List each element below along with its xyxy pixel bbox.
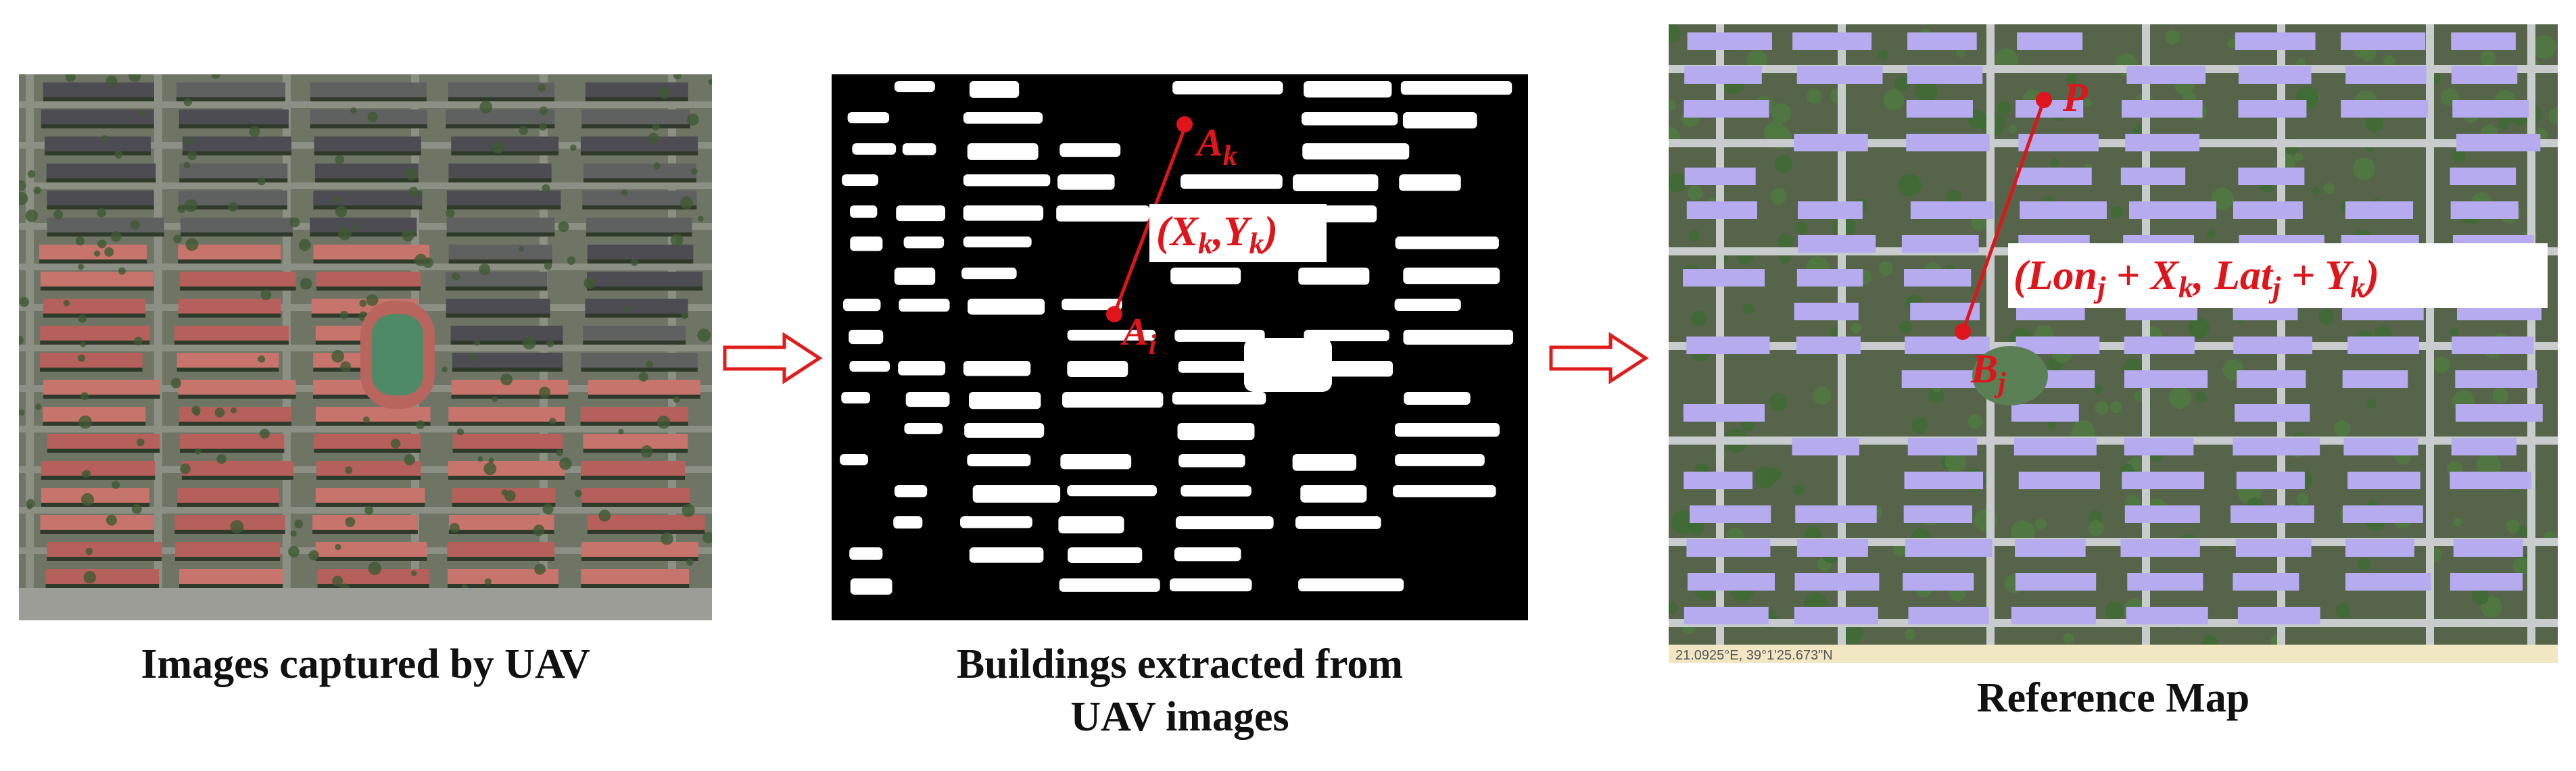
map-features bbox=[1669, 24, 2558, 652]
uav-aerial-image bbox=[19, 74, 712, 620]
reference-map-image: P Bj (Lonj + Xk, Latj + Yk) 21.0925°E, 3… bbox=[1669, 24, 2558, 663]
b-to-p-line bbox=[1961, 99, 2046, 332]
building-caption-line-1: Buildings extracted from bbox=[956, 641, 1404, 687]
uav-rooftops bbox=[19, 74, 712, 620]
point-b-label: Bj bbox=[1970, 347, 2006, 399]
offset-sep: , bbox=[1212, 209, 1224, 255]
building-caption-line-2: UAV images bbox=[1070, 693, 1289, 740]
offset-y: Y bbox=[1224, 209, 1253, 255]
point-ak-sub: k bbox=[1223, 141, 1237, 172]
map-scale-text: 21.0925°E, 39°1'25.673"N bbox=[1675, 648, 1833, 663]
point-ak-label: Ak bbox=[1195, 120, 1237, 172]
point-ak-marker bbox=[1176, 116, 1193, 132]
flow-arrow-2 bbox=[1549, 332, 1649, 384]
point-ai-base: A bbox=[1120, 309, 1149, 353]
offset-y-sub: k bbox=[1249, 227, 1264, 260]
building-panel-caption: Buildings extracted from UAV images bbox=[832, 639, 1528, 743]
building-mask-panel: Ak Ai (Xk,Yk) bbox=[832, 74, 1528, 620]
point-p-label: P bbox=[2062, 75, 2089, 120]
point-ai-sub: i bbox=[1149, 330, 1157, 361]
point-b-marker bbox=[1955, 324, 1971, 340]
uav-image-panel bbox=[19, 74, 712, 620]
point-b-base: B bbox=[1970, 347, 1998, 391]
point-ak-base: A bbox=[1195, 120, 1223, 164]
offset-close: ) bbox=[1260, 209, 1278, 255]
mask-annotation-layer: Ak Ai (Xk,Yk) bbox=[1106, 116, 1327, 361]
offset-label: (Xk,Yk) bbox=[1156, 209, 1278, 260]
offset-x-sub: k bbox=[1198, 227, 1213, 260]
offset-label-box bbox=[1149, 204, 1327, 262]
point-p-marker bbox=[2036, 92, 2052, 108]
flow-arrow-1 bbox=[723, 332, 823, 384]
building-mask-image: Ak Ai (Xk,Yk) bbox=[832, 74, 1528, 620]
reference-map-panel: P Bj (Lonj + Xk, Latj + Yk) 21.0925°E, 3… bbox=[1669, 24, 2558, 663]
map-scale-bar bbox=[1669, 645, 2558, 663]
coord-label-box bbox=[2008, 243, 2548, 308]
map-annotation-layer: P Bj (Lonj + Xk, Latj + Yk) bbox=[1955, 75, 2548, 399]
mask-buildings bbox=[840, 81, 1514, 595]
uav-panel-caption: Images captured by UAV bbox=[141, 641, 590, 687]
point-ai-label: Ai bbox=[1120, 309, 1157, 361]
coord-label: (Lonj + Xk, Latj + Yk) bbox=[2013, 253, 2379, 304]
point-ai-marker bbox=[1106, 306, 1122, 322]
offset-x: X bbox=[1169, 209, 1199, 255]
reference-panel-caption: Reference Map bbox=[1976, 675, 2250, 721]
